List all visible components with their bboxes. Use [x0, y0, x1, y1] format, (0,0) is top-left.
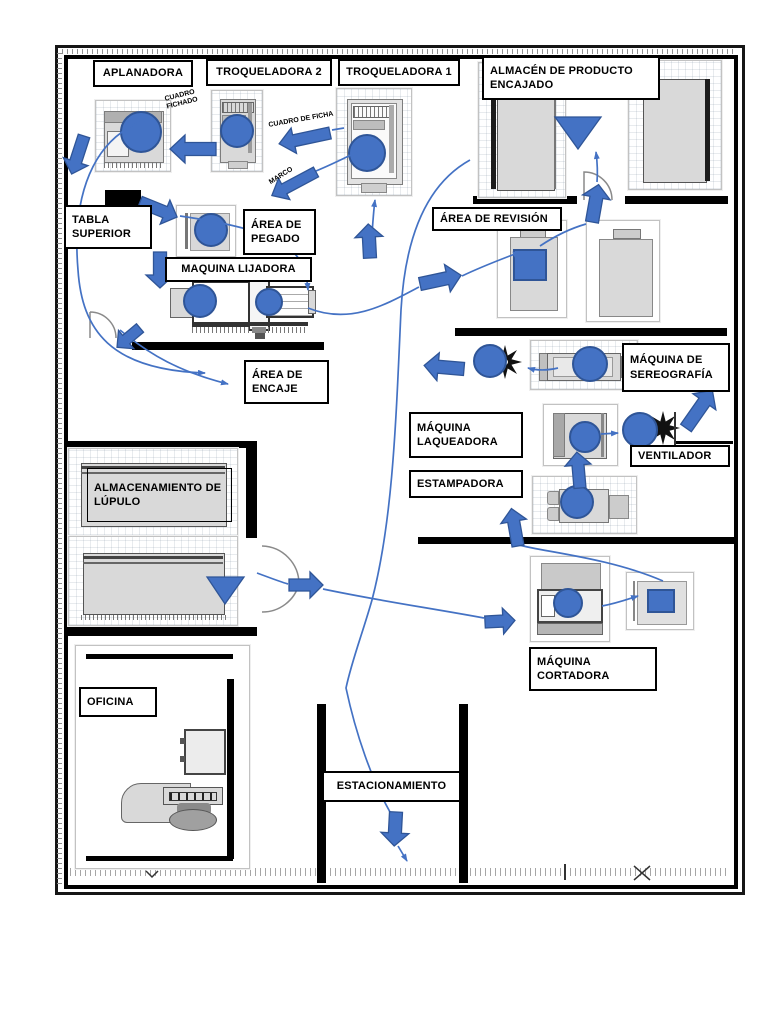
lupulo-shelf-1 — [68, 448, 238, 536]
label-tabla-superior: TABLA SUPERIOR — [64, 205, 152, 249]
lijadora-end-cap — [308, 290, 316, 314]
estampadora-clip-1 — [547, 491, 559, 505]
ruler-top — [62, 49, 734, 54]
label-ventilador: VENTILADOR — [630, 445, 730, 467]
aplanadora-station-circle — [120, 111, 162, 153]
shelf-right-post — [705, 79, 710, 181]
keyboard-keys — [169, 792, 217, 801]
lijadora-conveyor — [192, 322, 308, 326]
revision2-body — [599, 239, 653, 317]
lupulo1-line2 — [81, 472, 225, 474]
wall-stub-ventilador — [676, 441, 733, 444]
cabinet-knob-2 — [180, 756, 185, 762]
oficina-wall-top — [86, 654, 233, 659]
wall-almacen-left — [473, 196, 577, 204]
label-almacen-producto-encajado: ALMACÉN DE PRODUCTO ENCAJADO — [482, 56, 660, 100]
shelf-left-deck — [497, 85, 555, 191]
shelf-left-edge — [554, 85, 556, 189]
wall-below-estampadora — [418, 537, 734, 544]
troq2-teeth — [222, 102, 254, 113]
plan-inner-border — [64, 55, 738, 889]
lijadora-foot2 — [255, 333, 265, 339]
cabinet-knob-1 — [180, 738, 185, 744]
label-maquina-cortadora: MÁQUINA CORTADORA — [529, 647, 657, 691]
label-area-de-pegado: ÁREA DE PEGADO — [243, 209, 316, 255]
revision-machine-2 — [586, 220, 660, 322]
ruler-left — [57, 52, 62, 884]
label-maquina-de-sereografia: MÁQUINA DE SEREOGRAFÍA — [622, 343, 730, 392]
lupulo2-line1 — [83, 556, 223, 559]
wall-above-lupulo — [67, 441, 253, 448]
label-almacenamiento-de-lupulo: ALMACENAMIENTO DE LÚPULO — [87, 468, 232, 522]
oficina-chair — [169, 809, 217, 831]
wall-right-of-lupulo — [246, 441, 257, 538]
lijadora-hatch — [192, 327, 308, 333]
wall-below-lijadora — [132, 342, 324, 350]
plan-outer-border — [55, 45, 745, 895]
shelf-left-post — [491, 85, 496, 189]
laqueadora-station-circle — [569, 421, 601, 453]
troq1-station-circle — [348, 134, 386, 172]
laqueadora-machine — [543, 404, 618, 466]
estampadora-clip-2 — [547, 507, 559, 521]
lijadora-station-circle-1 — [183, 284, 217, 318]
revision1-station-square — [513, 249, 547, 281]
oficina-room — [75, 645, 250, 869]
lijadora-station-circle-2 — [255, 288, 283, 316]
label-area-de-encaje: ÁREA DE ENCAJE — [244, 360, 329, 404]
troq1-base — [361, 183, 387, 193]
cortadora-out-box — [626, 572, 694, 630]
lijadora-foot — [252, 327, 266, 333]
revision2-tab — [613, 229, 641, 239]
pegado-rail — [185, 213, 188, 249]
oficina-wall-right — [227, 679, 234, 859]
oficina-wall-bottom — [86, 856, 233, 861]
wall-almacen-right — [625, 196, 728, 204]
troq2-base — [228, 161, 248, 169]
label-maquina-laqueadora: MÁQUINA LAQUEADORA — [409, 412, 523, 458]
cortadora-base — [537, 623, 603, 635]
label-estampadora: ESTAMPADORA — [409, 470, 523, 498]
troqueladora1-machine — [336, 88, 412, 196]
wall-below-lupulo — [67, 627, 257, 636]
oficina-cabinet — [184, 729, 226, 775]
label-maquina-lijadora: MAQUINA LIJADORA — [165, 257, 312, 282]
label-troqueladora1: TROQUELADORA 1 — [338, 59, 460, 86]
troq1-band — [353, 120, 385, 130]
lupulo-shelf-2 — [68, 536, 238, 626]
aplanadora-machine — [95, 100, 171, 172]
estampadora-machine — [532, 476, 637, 534]
troq1-teeth — [353, 106, 393, 118]
out-box-edge — [633, 581, 635, 621]
estampadora-station-circle — [560, 485, 594, 519]
out-box-square — [647, 589, 675, 613]
aplanadora-feet — [104, 162, 162, 168]
revision-machine-1 — [497, 220, 567, 318]
label-estacionamiento: ESTACIONAMIENTO — [322, 771, 461, 802]
wall-above-sereografia — [455, 328, 727, 336]
wall-estacionamiento-left — [317, 704, 326, 883]
ruler-bottom — [70, 868, 726, 876]
troq2-station-circle — [220, 114, 254, 148]
pegado-machine — [176, 205, 236, 257]
lupulo2-line2 — [83, 562, 223, 564]
cortadora-station-circle — [553, 588, 583, 618]
label-area-de-revision: ÁREA DE REVISIÓN — [432, 207, 562, 231]
troqueladora2-machine — [211, 90, 263, 172]
lupulo1-line1 — [81, 466, 225, 469]
label-oficina: OFICINA — [79, 687, 157, 717]
cortadora-machine — [530, 556, 610, 642]
estampadora-tab — [609, 495, 629, 519]
sereografia-station-circle — [572, 346, 608, 382]
laqueadora-band — [553, 413, 565, 457]
lupulo2-hatch — [81, 615, 229, 620]
troq1-rail — [389, 105, 394, 173]
pegado-station-circle — [194, 213, 228, 247]
label-aplanadora: APLANADORA — [93, 60, 193, 87]
label-troqueladora2: TROQUELADORA 2 — [206, 59, 332, 86]
laqueadora-rail — [601, 413, 604, 457]
